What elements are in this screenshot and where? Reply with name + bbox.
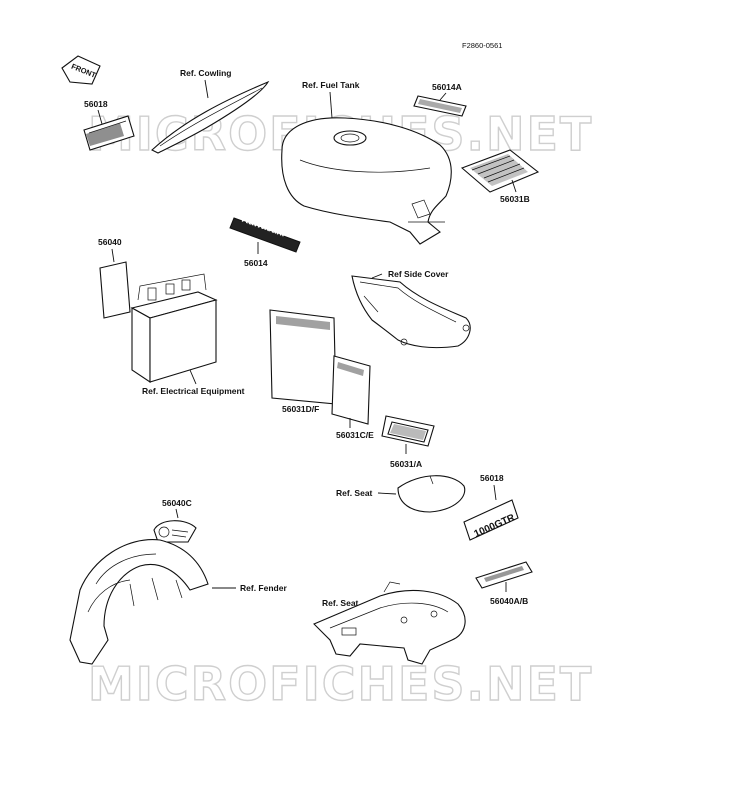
fender-part	[69, 539, 209, 665]
decal-56014A	[413, 95, 467, 117]
front-arrow-icon: FRONT	[61, 55, 101, 85]
label-ref-cowling: Ref. Cowling	[180, 68, 231, 78]
label-ref-fender: Ref. Fender	[240, 583, 287, 593]
side-cover-part	[351, 275, 471, 349]
label-56031CE: 56031C/E	[336, 430, 374, 440]
seat-frame-part	[313, 581, 466, 665]
decal-56040AB	[475, 561, 533, 589]
label-56031B: 56031B	[500, 194, 530, 204]
label-56040: 56040	[98, 237, 122, 247]
decal-56040	[99, 261, 131, 319]
seat-part	[397, 475, 466, 513]
label-56014: 56014	[244, 258, 268, 268]
figure-code: F2860-0561	[462, 41, 502, 50]
decal-56031A	[381, 415, 435, 447]
decal-56031CE	[331, 355, 371, 425]
label-56018-top: 56018	[84, 99, 108, 109]
label-ref-fuel-tank: Ref. Fuel Tank	[302, 80, 360, 90]
battery-part	[130, 273, 218, 384]
label-56040C: 56040C	[162, 498, 192, 508]
label-56031DF: 56031D/F	[282, 404, 319, 414]
badge-1000gtr: 1000GTR	[463, 499, 519, 541]
label-56031A: 56031/A	[390, 459, 422, 469]
label-56040AB: 56040A/B	[490, 596, 528, 606]
decal-56031DF	[269, 309, 337, 405]
decal-56040C	[153, 520, 197, 543]
decal-56018-top	[83, 115, 135, 151]
decal-56031B	[460, 149, 540, 193]
label-56018-bottom: 56018	[480, 473, 504, 483]
fuel-tank-part	[281, 117, 452, 245]
label-ref-seat-1: Ref. Seat	[336, 488, 373, 498]
label-ref-electrical: Ref. Electrical Equipment	[142, 386, 245, 396]
kawasaki-emblem: Kawasaki	[229, 214, 301, 253]
watermark-bottom: MICROFICHES.NET	[88, 657, 593, 711]
label-ref-seat-2: Ref. Seat	[322, 598, 359, 608]
cowling-part	[151, 80, 270, 154]
label-56014A: 56014A	[432, 82, 462, 92]
label-ref-side-cover: Ref Side Cover	[388, 269, 449, 279]
